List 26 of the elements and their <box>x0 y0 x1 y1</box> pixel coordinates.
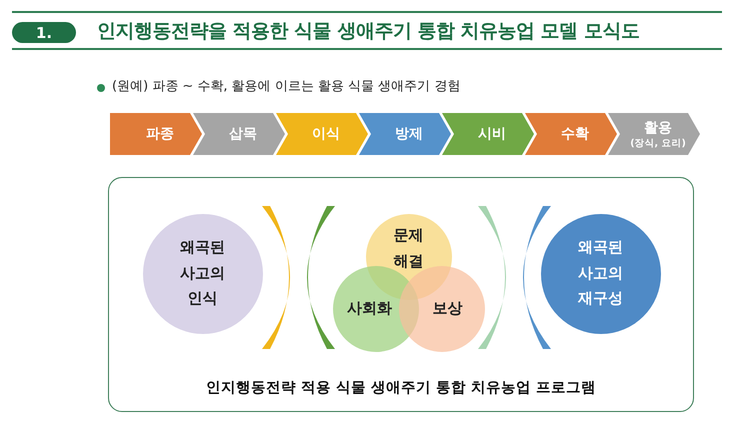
program-panel <box>108 177 694 412</box>
chevron-step <box>442 113 534 155</box>
program-caption: 인지행동전략 적용 식물 생애주기 통합 치유농업 프로그램 <box>206 379 596 397</box>
number-badge <box>12 22 76 43</box>
chevron-step <box>359 113 451 155</box>
bullet-text: (원예) 파종 ~ 수확, 활용에 이르는 활용 식물 생애주기 경험 <box>112 78 460 95</box>
circle-label: 왜곡된 사고의 재구성 <box>576 237 624 310</box>
circle-label: 문제 해결 <box>392 225 424 272</box>
chevron-step <box>193 113 285 155</box>
chevron-step <box>608 113 700 155</box>
title: 인지행동전략을 적용한 식물 생애주기 통합 치유농업 모델 모식도 <box>97 19 640 44</box>
step-note: (장식, 요리) <box>630 136 686 150</box>
section-number: 1. <box>36 24 52 42</box>
step-label: 수확 <box>561 125 589 143</box>
chevron-step <box>110 113 202 155</box>
step-label: 삽목 <box>229 125 257 143</box>
step-label: 시비 <box>478 125 506 143</box>
chevron-step <box>525 113 617 155</box>
step-label: 활용 <box>644 118 672 136</box>
circle-label: 보상 <box>432 298 464 319</box>
step-label: 이식 <box>312 125 340 143</box>
circle-label: 사회화 <box>346 298 393 319</box>
circle-label: 왜곡된 사고의 인식 <box>179 237 226 310</box>
chevron-step <box>276 113 368 155</box>
step-label: 방제 <box>395 125 423 143</box>
step-label: 파종 <box>146 125 174 143</box>
